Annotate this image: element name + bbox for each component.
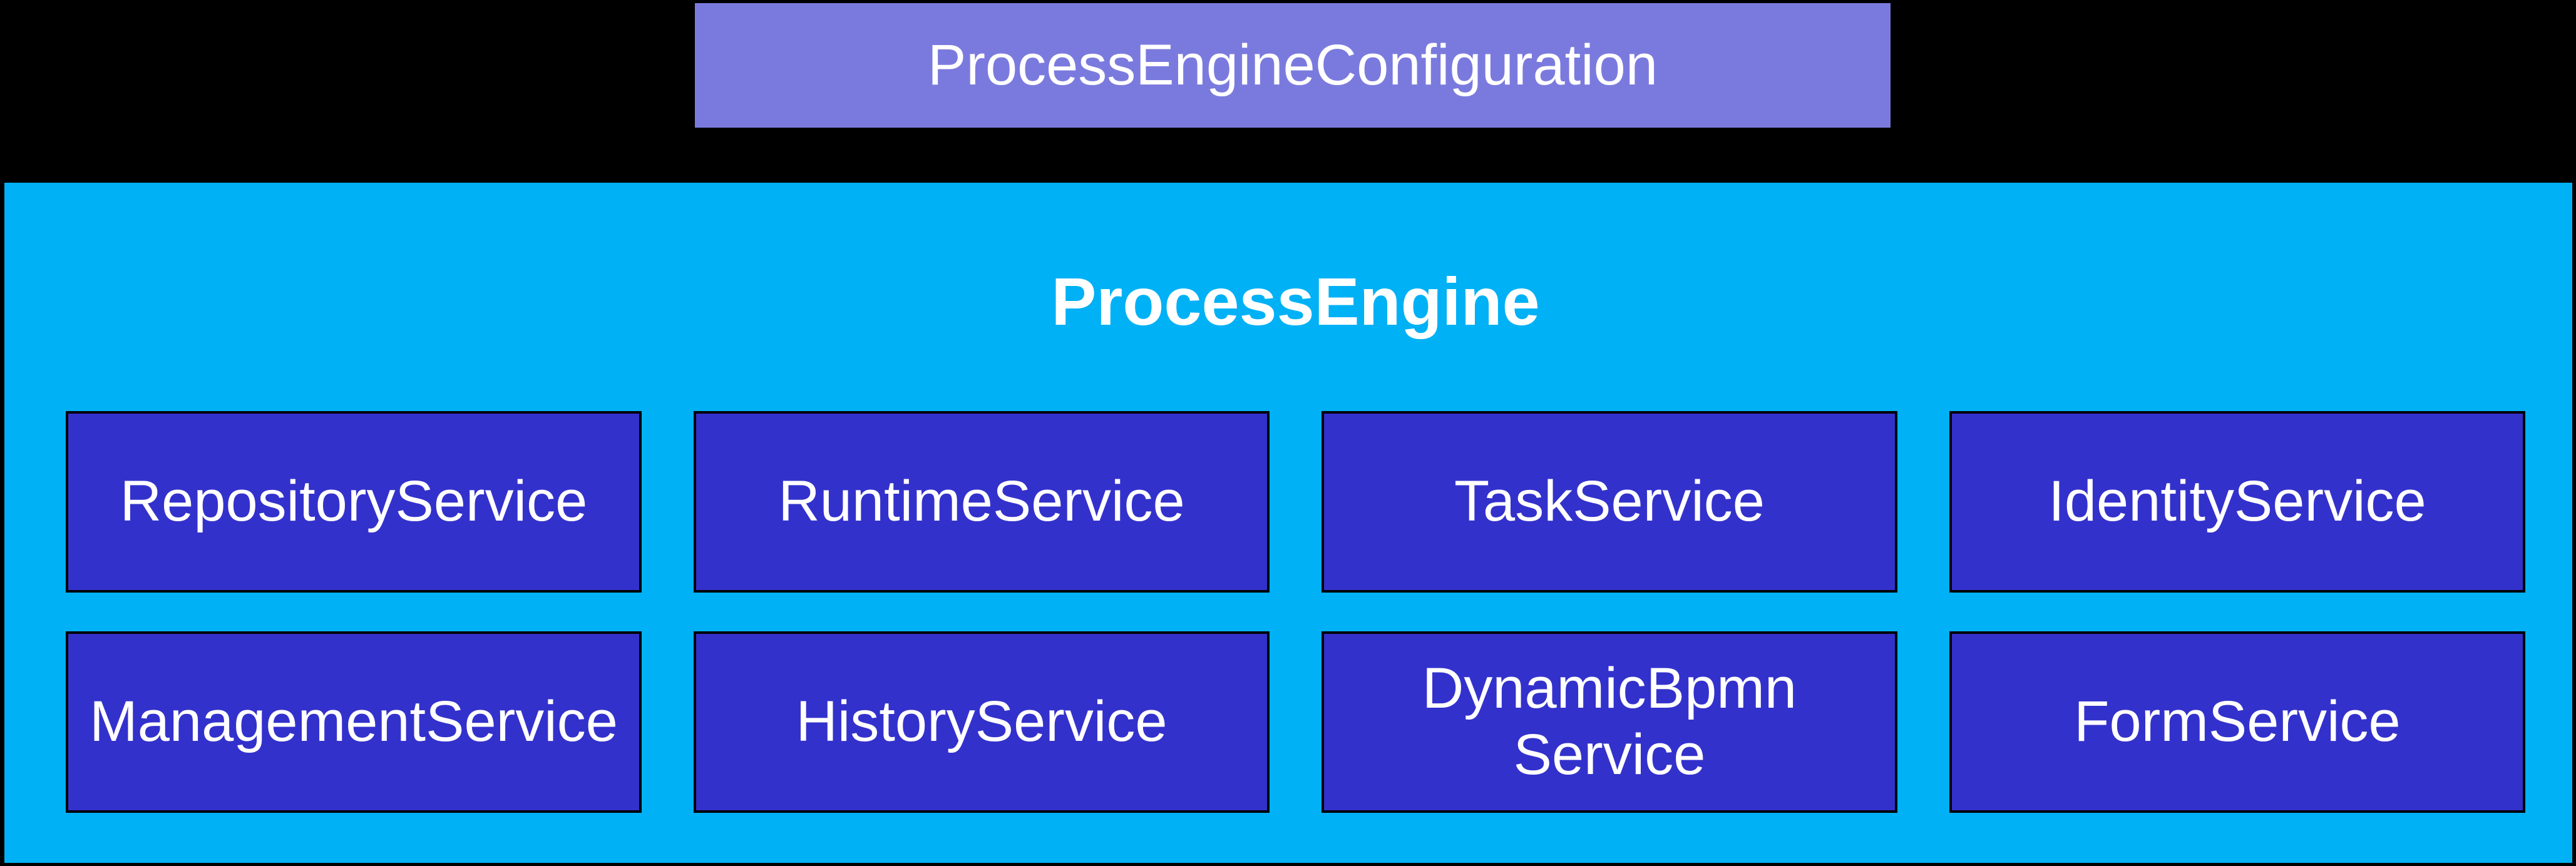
service-label: IdentityService xyxy=(2048,469,2426,533)
service-box-management-service: ManagementService xyxy=(66,631,642,813)
service-box-runtime-service: RuntimeService xyxy=(694,410,1270,593)
process-engine-box: ProcessEngine RepositoryService RuntimeS… xyxy=(4,183,2572,863)
service-label: RepositoryService xyxy=(120,469,588,533)
service-box-history-service: HistoryService xyxy=(694,631,1270,813)
process-engine-configuration-box: ProcessEngineConfiguration xyxy=(695,3,1891,128)
service-label: DynamicBpmn Service xyxy=(1422,656,1797,787)
service-box-dynamic-bpmn-service: DynamicBpmn Service xyxy=(1321,631,1897,813)
service-box-repository-service: RepositoryService xyxy=(66,410,642,593)
service-label: RuntimeService xyxy=(778,469,1185,533)
process-engine-configuration-label: ProcessEngineConfiguration xyxy=(927,33,1658,97)
process-engine-title: ProcessEngine xyxy=(1051,263,1540,339)
service-box-identity-service: IdentityService xyxy=(1949,410,2525,593)
service-label: HistoryService xyxy=(796,689,1167,753)
service-label: FormService xyxy=(2074,689,2401,753)
service-box-task-service: TaskService xyxy=(1321,410,1897,593)
service-label: ManagementService xyxy=(90,689,618,753)
services-grid: RepositoryService RuntimeService TaskSer… xyxy=(66,410,2525,813)
service-label: TaskService xyxy=(1454,469,1765,533)
service-box-form-service: FormService xyxy=(1949,631,2525,813)
